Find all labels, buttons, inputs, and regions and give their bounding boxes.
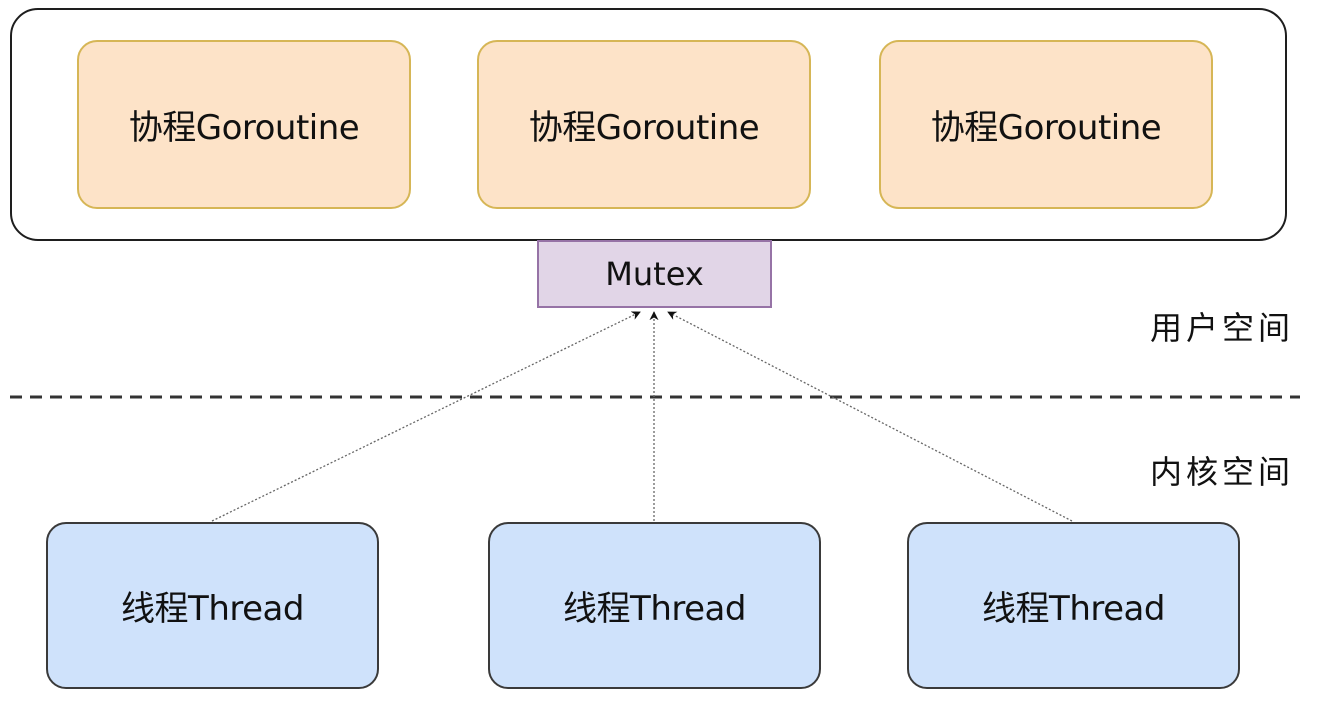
thread-box-3[interactable]: 线程Thread <box>907 522 1240 689</box>
goroutine-box-2[interactable]: 协程Goroutine <box>477 40 811 209</box>
mutex-box[interactable]: Mutex <box>537 240 772 308</box>
thread-box-1[interactable]: 线程Thread <box>46 522 379 689</box>
thread-label: 线程Thread <box>982 589 1165 629</box>
thread-label: 线程Thread <box>563 589 746 629</box>
goroutine-label: 协程Goroutine <box>128 108 360 148</box>
edge-thread-1-to-mutex <box>211 311 641 522</box>
user-space-label: 用户空间 <box>1150 309 1295 347</box>
goroutine-box-3[interactable]: 协程Goroutine <box>879 40 1213 209</box>
kernel-space-label: 内核空间 <box>1150 453 1295 491</box>
mutex-label: Mutex <box>605 255 704 293</box>
goroutine-label: 协程Goroutine <box>930 108 1162 148</box>
thread-box-2[interactable]: 线程Thread <box>488 522 821 689</box>
goroutine-label: 协程Goroutine <box>528 108 760 148</box>
goroutine-box-1[interactable]: 协程Goroutine <box>77 40 411 209</box>
thread-label: 线程Thread <box>121 589 304 629</box>
edge-thread-3-to-mutex <box>667 311 1073 522</box>
